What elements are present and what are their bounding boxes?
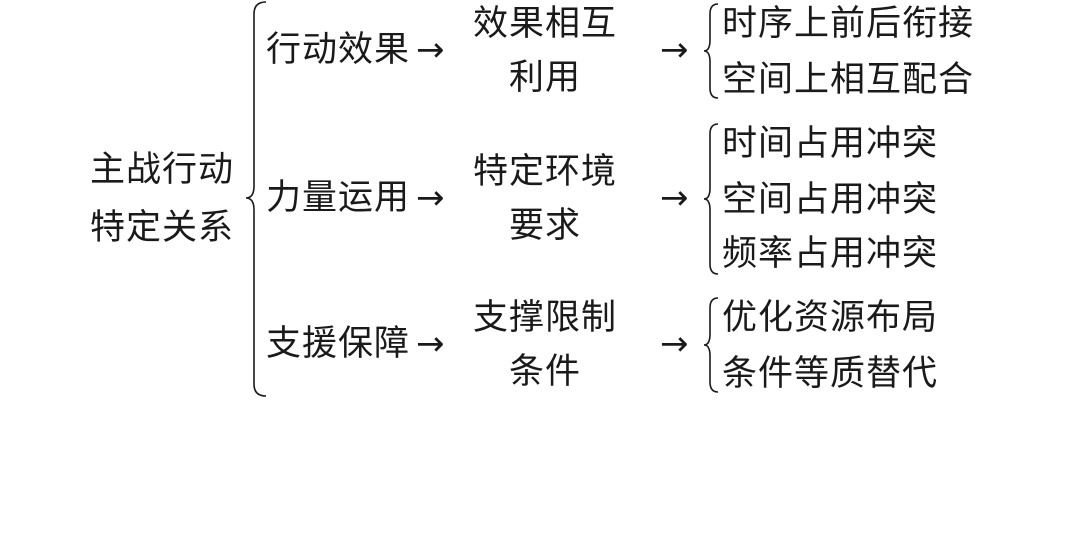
branch-label: 行动效果 (266, 30, 411, 70)
leaf-item: 空间占用冲突 (722, 180, 939, 220)
middle-node-line-2: 利用 (508, 58, 581, 98)
middle-node-line-1: 特定环境 (472, 152, 617, 192)
root-label-line-2: 特定关系 (90, 208, 235, 248)
leaf-item: 条件等质替代 (722, 354, 939, 394)
root-label-line-1: 主战行动 (90, 150, 235, 190)
arrow-icon: → (660, 324, 689, 364)
leaf-item: 频率占用冲突 (722, 234, 939, 274)
arrow-icon: → (416, 178, 445, 218)
branch-label: 力量运用 (266, 178, 411, 218)
arrow-icon: → (416, 30, 445, 70)
middle-node-line-1: 支撑限制 (472, 298, 617, 338)
middle-node-line-2: 要求 (508, 206, 581, 246)
leaf-item: 优化资源布局 (722, 298, 939, 338)
arrow-icon: → (660, 178, 689, 218)
middle-node-line-1: 效果相互 (472, 4, 617, 44)
arrow-icon: → (416, 324, 445, 364)
leaf-item: 空间上相互配合 (722, 60, 975, 100)
middle-node-line-2: 条件 (508, 352, 581, 392)
branch-label: 支援保障 (266, 324, 411, 364)
leaf-item: 时序上前后衔接 (722, 4, 975, 44)
arrow-icon: → (660, 30, 689, 70)
leaf-item: 时间占用冲突 (722, 124, 939, 164)
